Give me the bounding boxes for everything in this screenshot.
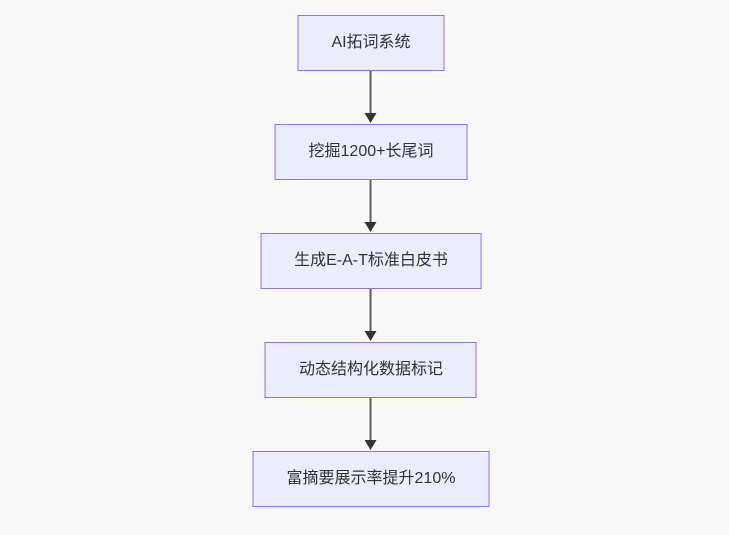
node-label: 挖掘1200+长尾词 [308, 143, 434, 160]
node-label: 富摘要展示率提升210% [286, 470, 456, 487]
arrowhead-down-icon [365, 222, 377, 232]
arrowhead-down-icon [365, 331, 377, 341]
arrow-line [370, 180, 372, 225]
arrow-line [370, 71, 372, 116]
arrow-connector-3 [364, 289, 378, 342]
flow-node-rich-snippet-uplift: 富摘要展示率提升210% [252, 451, 490, 507]
arrow-line [370, 398, 372, 443]
arrowhead-down-icon [365, 113, 377, 123]
flow-node-ai-keyword-system: AI拓词系统 [297, 15, 445, 71]
node-label: 生成E-A-T标准白皮书 [294, 252, 448, 269]
arrow-connector-1 [364, 71, 378, 124]
flow-node-eat-whitepaper: 生成E-A-T标准白皮书 [260, 233, 482, 289]
flow-node-longtail-mining: 挖掘1200+长尾词 [274, 124, 468, 180]
flow-node-structured-data-markup: 动态结构化数据标记 [264, 342, 477, 398]
arrowhead-down-icon [365, 440, 377, 450]
node-label: 动态结构化数据标记 [298, 361, 443, 378]
arrow-connector-4 [364, 398, 378, 451]
arrow-line [370, 289, 372, 334]
arrow-connector-2 [364, 180, 378, 233]
node-label: AI拓词系统 [331, 34, 411, 51]
flowchart: AI拓词系统 挖掘1200+长尾词 生成E-A-T标准白皮书 动态结构化数据标记 [252, 15, 490, 507]
